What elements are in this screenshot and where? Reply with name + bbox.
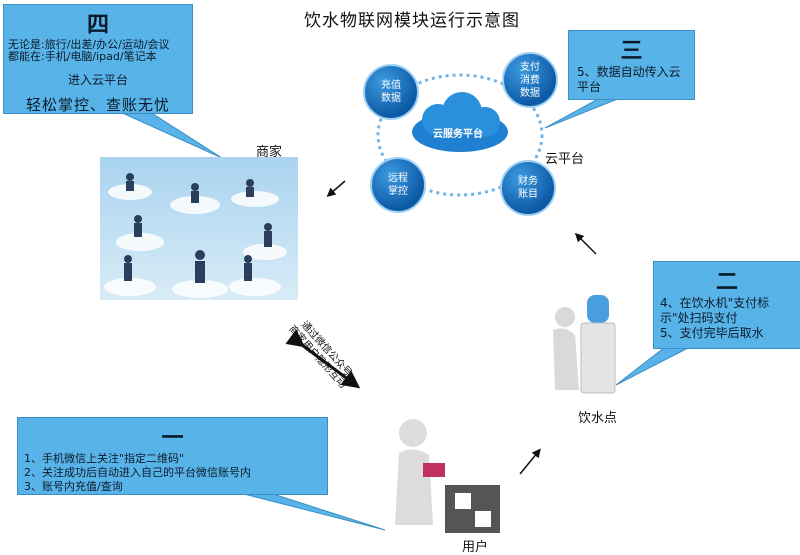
step4-line1: 无论是:旅行/出差/办公/运动/会议 (8, 38, 170, 51)
step4-number: 四 (86, 13, 109, 38)
user-phone-person-icon (395, 419, 500, 533)
diagram-title: 饮水物联网模块运行示意图 (304, 11, 520, 31)
step3-line1: 5、数据自动传入云 (577, 65, 681, 79)
callout-step3: 三 5、数据自动传入云 平台 (568, 30, 695, 100)
cloud-service-icon (412, 92, 508, 152)
step2-number: 二 (715, 270, 738, 295)
node-recharge-line2: 数据 (381, 93, 401, 104)
cloud-platform-label: 云平台 (545, 152, 585, 167)
merchant-label: 商家 (256, 145, 283, 160)
step4-line4: 轻松掌控、查账无忧 (25, 96, 170, 114)
step4-line3: 进入云平台 (67, 73, 128, 87)
node-remote-line1: 远程 (388, 173, 408, 184)
node-finance-accounts: 财务账目 (500, 160, 556, 216)
node-payment-line1: 支付 (520, 61, 540, 73)
merchant-people-icon (104, 173, 287, 298)
cloud-center-label: 云服务平台 (433, 129, 483, 140)
step3-line2: 平台 (577, 80, 602, 94)
cloud-ring-dotted-line (376, 73, 544, 197)
arrow-merchant-user-interaction (285, 329, 361, 389)
step2-line3: 5、支付完毕后取水 (660, 326, 764, 340)
arrow-cloud-to-merchant (326, 180, 346, 197)
cloud-ring-diagram (376, 73, 544, 197)
node-remote-line2: 掌控 (388, 186, 408, 197)
node-payment-line3: 数据 (520, 87, 540, 99)
water-bottle-icon (587, 295, 609, 323)
step2-line2: 示"处扫码支付 (660, 311, 738, 325)
callout-step4: 四 无论是:旅行/出差/办公/运动/会议 都能在:手机/电脑/ipad/笔记本 … (3, 4, 193, 114)
water-dispenser-person-icon (553, 295, 616, 394)
callout-step2: 二 4、在饮水机"支付标 示"处扫码支付 5、支付完毕后取水 (653, 261, 800, 349)
phone-icon (423, 463, 445, 477)
step2-line1: 4、在饮水机"支付标 (660, 296, 770, 310)
node-recharge-line1: 充值 (381, 80, 401, 91)
callout-step1: 一 1、手机微信上关注"指定二维码" 2、关注成功后自动进入自己的平台微信账号内… (17, 417, 328, 495)
node-recharge-data: 充值数据 (363, 64, 419, 120)
step4-line2: 都能在:手机/电脑/ipad/笔记本 (8, 50, 157, 63)
step1-line3: 3、账号内充值/查询 (24, 480, 123, 493)
water-point-label: 饮水点 (578, 411, 618, 426)
node-finance-line2: 账目 (518, 189, 538, 200)
node-finance-line1: 财务 (518, 176, 538, 187)
node-payment-line2: 消费 (520, 74, 540, 86)
merchant-scene-illustration (100, 157, 298, 300)
step1-line1: 1、手机微信上关注"指定二维码" (24, 452, 185, 465)
step1-number: 一 (161, 426, 184, 451)
step3-number: 三 (620, 39, 643, 64)
node-payment-data: 支付消费数据 (502, 52, 558, 108)
arrow-user-to-water (519, 448, 541, 475)
arrow-water-to-cloud (574, 232, 597, 255)
step1-line2: 2、关注成功后自动进入自己的平台微信账号内 (24, 466, 251, 479)
node-remote-control: 远程掌控 (370, 157, 426, 213)
